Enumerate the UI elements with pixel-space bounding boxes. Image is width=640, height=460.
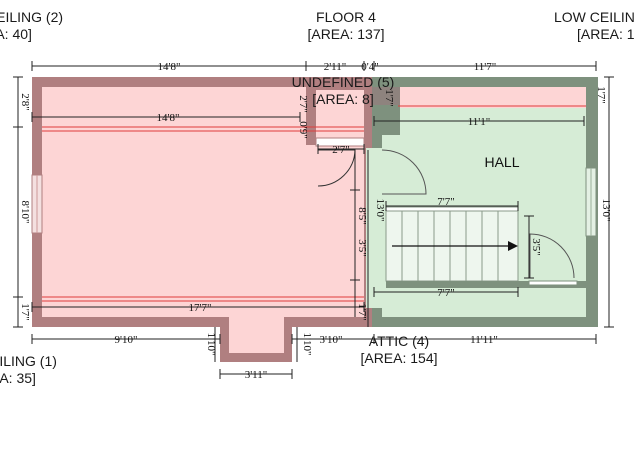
dim-closet-width: 2'7" [332,144,349,156]
dim-wall-b: 2'7" [297,95,309,112]
dim-top-left: 14'8" [158,61,181,73]
dim-bump-width: 3'11" [245,369,268,381]
dim-top-mid: 2'11" [324,61,347,73]
dim-top-right: 11'7" [474,61,497,73]
low-ceiling-left-name: CEILING (2) [0,9,63,25]
ceiling-bottom-name: EILING (1) [0,353,57,369]
dim-wall-c: 0'9" [297,121,309,138]
undefined-area: [AREA: 8] [312,91,373,107]
dim-inner-right: 11'1" [468,116,491,128]
stair-door-swing[interactable] [529,233,575,279]
hall-room[interactable] [372,77,598,327]
attic-name: ATTIC (4) [369,333,429,349]
dim-wall-e: 3'5" [356,239,368,256]
floor-area: [AREA: 137] [307,26,384,42]
red-guides [42,105,586,302]
ceiling-bottom-area: EA: 35] [0,370,36,386]
attic-area: [AREA: 154] [360,350,437,366]
dim-bottom-c: 1'10" [301,333,313,356]
dim-left-upper: 2'8" [19,93,31,110]
floor-name: FLOOR 4 [316,9,376,25]
hall-door-swing[interactable] [381,149,427,195]
dim-stair-top: 7'7" [437,196,454,208]
undefined-name: UNDEFINED (5) [292,74,395,90]
dim-left-mid: 8'10" [19,201,31,224]
low-ceiling-left-area: EA: 40] [0,26,32,42]
dim-wall-f: 1'7" [356,303,368,320]
dim-stair-bottom: 7'7" [437,287,454,299]
dim-wall-d: 8'5" [356,207,368,224]
dim-bottom-e: 11'11" [470,334,498,346]
dim-top-small: 0'4" [361,61,378,73]
undefined-closet[interactable] [306,85,374,147]
dim-wall-a: 1'7" [383,89,395,106]
dim-bottom-a: 9'10" [115,334,138,346]
dim-room-bottom: 17'7" [189,302,212,314]
low-ceiling-right-area: [AREA: 1 [577,26,635,42]
dim-right-small: 1'7" [595,86,607,103]
staircase[interactable] [385,206,586,288]
low-ceiling-right-name: LOW CEILIN [554,9,635,25]
hall-name: HALL [484,154,519,170]
hall-doorway [366,148,382,308]
dim-hall-left: 13'0" [374,199,386,222]
dim-stair-height: 3'5" [530,238,542,255]
dim-inner-left: 14'8" [157,112,180,124]
dim-bottom-d: 3'10" [320,334,343,346]
dim-bottom-b: 1'10" [205,333,217,356]
dimension-lines [13,61,614,379]
dim-left-lower: 1'7" [19,303,31,320]
dim-right-vertical: 13'0" [600,199,612,222]
